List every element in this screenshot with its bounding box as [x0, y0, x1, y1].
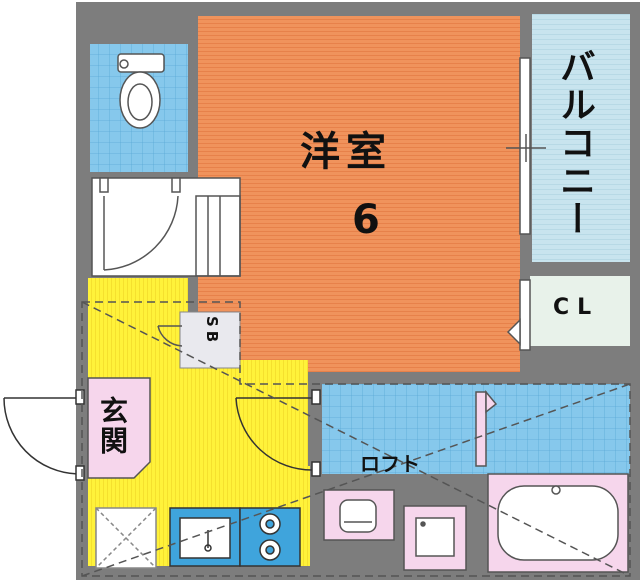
door-swing-icon — [3, 389, 85, 481]
sliding-door-panels — [195, 195, 241, 277]
corridor-area — [91, 177, 241, 277]
door-swing-icon — [235, 389, 321, 477]
western-room-floor — [198, 16, 520, 372]
bath-area-floor — [322, 384, 480, 474]
ladder-icon — [475, 389, 498, 467]
washbasin-icon — [323, 489, 395, 541]
storage-area — [179, 311, 241, 369]
stove-icon — [239, 507, 301, 567]
toilet-icon — [117, 53, 165, 129]
entrance-box — [87, 377, 151, 479]
balcony-label: バルコニー — [554, 48, 595, 238]
kitchen-sink-icon — [169, 507, 241, 567]
storage-label: SB — [203, 316, 221, 347]
loft-label: ロフト — [360, 452, 420, 476]
balcony-area — [532, 14, 630, 262]
closet-label: CL — [553, 295, 600, 320]
balcony-window — [506, 57, 546, 235]
washer-icon — [403, 505, 467, 571]
fridge-space-icon — [95, 507, 157, 569]
bath-room-floor — [480, 384, 630, 474]
loft-outline — [81, 301, 631, 577]
western-room-label: 洋室 — [300, 129, 392, 175]
door-swing-icon — [99, 177, 181, 271]
closet-door — [506, 279, 531, 351]
closet-area — [530, 276, 630, 346]
door-swing-icon — [157, 325, 183, 347]
entrance-label: 玄関 — [96, 396, 129, 456]
western-room-size: 6 — [352, 197, 380, 243]
bathtub-icon — [487, 473, 629, 573]
